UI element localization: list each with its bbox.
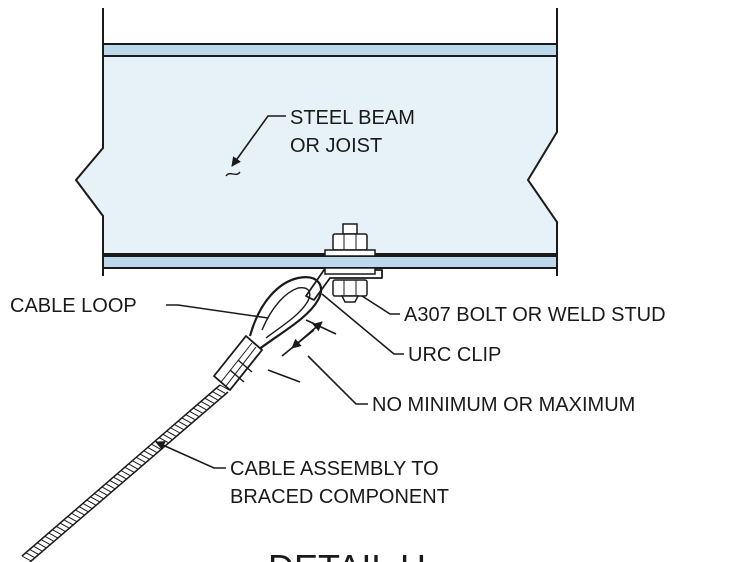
bolt-washer-bottom — [324, 267, 376, 275]
cable-hatch-stroke — [101, 486, 112, 493]
cable-hatch-stroke — [151, 443, 161, 450]
label-cable-loop: CABLE LOOP — [10, 295, 137, 317]
cable-hatch-stroke — [113, 476, 123, 483]
cable-hatch-stroke — [189, 410, 199, 417]
bolt-nut-bottom — [332, 279, 368, 297]
leader-urc-clip — [321, 293, 404, 355]
cable-hatch-stroke — [124, 466, 135, 473]
cable-hatch-stroke — [196, 404, 207, 411]
cable-hatch-stroke — [174, 424, 184, 430]
cable-hatch-stroke — [158, 437, 169, 444]
bolt-washer-top — [324, 249, 376, 257]
cable-hatch-stroke — [48, 532, 58, 539]
beam-bottom-flange — [102, 255, 558, 269]
detail-title: DETAIL H — [268, 547, 426, 562]
cable-hatch-stroke — [90, 496, 100, 503]
cable-hatch-stroke — [162, 433, 173, 440]
bolt-nut-top — [332, 233, 368, 251]
label-bolt: A307 BOLT OR WELD STUD — [404, 304, 666, 326]
cable-hatch-stroke — [33, 545, 43, 552]
cable-hatch-stroke — [105, 483, 116, 490]
label-urc-clip: URC CLIP — [408, 344, 501, 366]
cable — [21, 384, 230, 562]
cable-hatch-stroke — [219, 384, 230, 391]
cable-loop-inner — [261, 287, 311, 339]
cable-hatch-stroke — [71, 512, 81, 519]
cable-hatch-stroke — [212, 391, 222, 398]
cable-hatch-stroke — [29, 548, 39, 555]
cable-hatch-stroke — [67, 516, 77, 522]
cable-hatch-stroke — [166, 430, 176, 437]
cable-hatch-stroke — [78, 506, 89, 513]
leader-steel-beam — [231, 115, 286, 167]
cable-hatch-stroke — [44, 535, 55, 542]
cable-hatch-stroke — [94, 493, 104, 499]
cable-hatch-stroke — [86, 499, 96, 506]
cable-hatch-stroke — [208, 394, 218, 401]
cable-hatch-stroke — [185, 414, 195, 421]
cable-hatch-stroke — [36, 542, 47, 549]
leader-dimension — [307, 355, 368, 405]
cable-hatch-stroke — [52, 529, 62, 536]
label-steel-beam-line2: OR JOIST — [290, 135, 382, 157]
cable-hatch-stroke — [139, 453, 150, 460]
urc-clip — [305, 269, 383, 301]
cable-hatch-stroke — [147, 447, 157, 453]
cable-hatch-stroke — [116, 473, 127, 480]
cable-hatch-stroke — [204, 397, 215, 404]
cable-hatch-stroke — [193, 407, 203, 414]
cable-hatch-stroke — [40, 539, 51, 545]
cable-hatch-stroke — [75, 509, 85, 516]
bolt-tip — [340, 295, 360, 303]
bolt-lower-assembly — [324, 267, 376, 303]
leader-cable-assembly — [155, 441, 226, 469]
dimension-marker — [267, 319, 337, 383]
cable-hatch-stroke — [143, 450, 154, 457]
cable-hatch-stroke — [97, 489, 108, 496]
cable-hatch-stroke — [63, 519, 74, 526]
beam-top-flange — [102, 43, 558, 57]
cable-hatch-stroke — [215, 387, 226, 394]
cable-hatch-stroke — [200, 401, 211, 407]
cable-hatch-stroke — [177, 420, 188, 427]
cable-hatch-stroke — [25, 552, 36, 559]
cable-hatch-stroke — [56, 525, 66, 532]
cable-hatch-stroke — [21, 555, 32, 562]
label-dimension: NO MINIMUM OR MAXIMUM — [372, 394, 635, 416]
cable-hatch-stroke — [59, 522, 70, 529]
cable-hatch-stroke — [82, 502, 93, 509]
bolt-stud-top — [342, 223, 358, 235]
cable-hatch-stroke — [120, 470, 131, 476]
cable-hatch-stroke — [135, 456, 146, 463]
leader-cable-loop — [166, 304, 269, 319]
cable-hatch-stroke — [128, 463, 138, 470]
label-cable-assembly-line2: BRACED COMPONENT — [230, 486, 449, 508]
beam-centerline-squiggle — [225, 171, 241, 177]
label-steel-beam-line1: STEEL BEAM — [290, 107, 415, 129]
cable-hatch-stroke — [109, 479, 119, 486]
bolt-upper-assembly — [324, 223, 376, 257]
cable-hatch-stroke — [132, 460, 142, 467]
label-cable-assembly-line1: CABLE ASSEMBLY TO — [230, 458, 439, 480]
cable-hatch-stroke — [170, 427, 180, 434]
leader-bolt — [361, 295, 400, 315]
beam-web — [74, 43, 558, 255]
cable-hatch-stroke — [181, 417, 192, 424]
cable-ferrule — [212, 334, 264, 392]
